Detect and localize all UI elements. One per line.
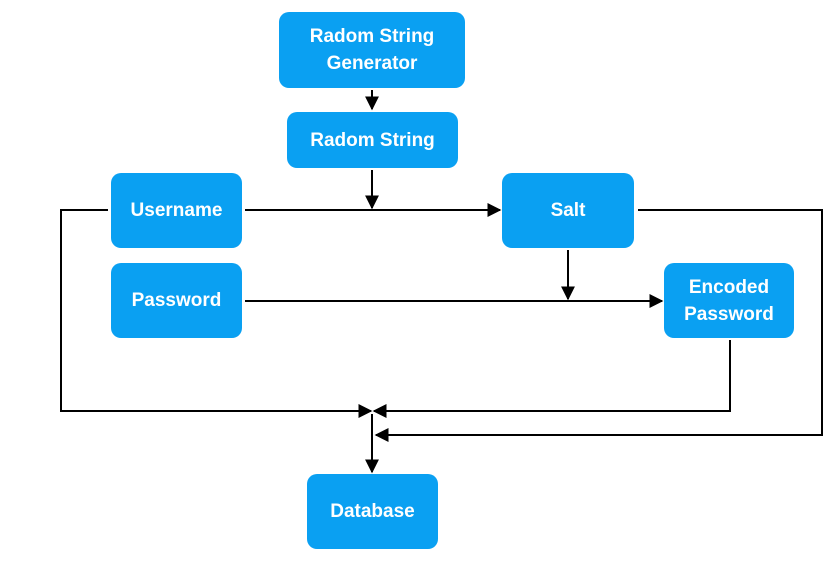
random-string-generator-label: Radom String Generator	[309, 26, 435, 74]
username-label: Username	[130, 200, 223, 221]
database-node: Database	[307, 474, 438, 549]
encoded-password-node: Encoded Password	[664, 263, 794, 338]
password-label: Password	[131, 290, 222, 311]
encoded-password-label: Encoded Password	[684, 276, 774, 325]
salt-node: Salt	[502, 173, 634, 248]
username-node: Username	[111, 173, 242, 248]
salt-label: Salt	[550, 200, 586, 221]
random-string-node: Radom String	[287, 112, 458, 168]
random-string-generator-node: Radom String Generator	[279, 12, 465, 88]
edge-username-to-database-junction	[60, 209, 373, 418]
edge-salt-to-database	[374, 209, 823, 442]
database-label: Database	[330, 501, 415, 522]
password-node: Password	[111, 263, 242, 338]
edge-encoded-to-database-junction	[372, 340, 731, 418]
random-string-label: Radom String	[310, 129, 435, 151]
